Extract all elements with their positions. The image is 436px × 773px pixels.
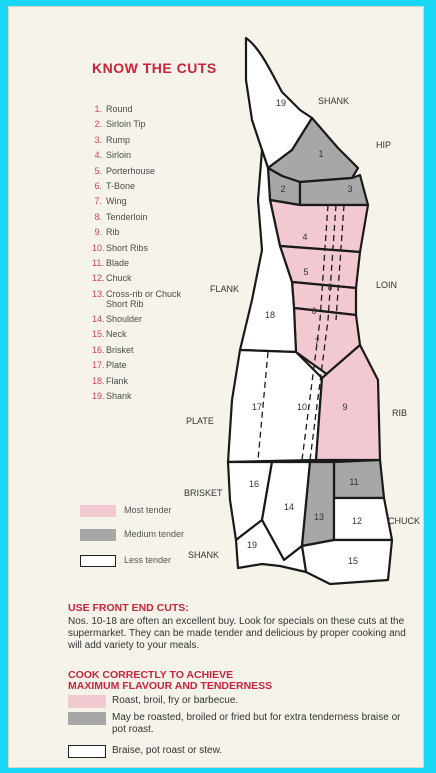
region-label-plate: PLATE	[186, 416, 214, 426]
region-label-hip: HIP	[376, 140, 391, 150]
cut-number-8: 8	[327, 282, 332, 292]
cut-number-11: 11	[349, 477, 358, 487]
cut-number-14: 14	[284, 502, 294, 512]
cut-number-18: 18	[265, 310, 275, 320]
cut-number-13: 13	[314, 512, 324, 522]
cut-12-chuck	[334, 498, 392, 540]
legend-most-tender: Most tender	[80, 505, 240, 521]
white-swatch	[68, 745, 106, 758]
cut-number-7: 7	[314, 337, 319, 347]
cut-number-15: 15	[348, 556, 358, 566]
cut-number-2: 2	[280, 184, 285, 194]
white-swatch	[80, 555, 116, 567]
cook-heading-line2: MAXIMUM FLAVOUR AND TENDERNESS	[68, 681, 272, 692]
grey-swatch	[80, 529, 116, 541]
cut-number-4: 4	[302, 232, 307, 242]
grey-swatch	[68, 712, 106, 725]
pink-swatch	[80, 505, 116, 517]
cut-number-19-bottom: 19	[247, 540, 257, 550]
cut-4-sirloin	[270, 200, 368, 252]
region-label-rib: RIB	[392, 408, 407, 418]
cut-17-plate	[228, 350, 322, 462]
cut-11-blade	[334, 460, 384, 498]
region-label-flank: FLANK	[210, 284, 239, 294]
cut-number-1: 1	[318, 149, 323, 159]
cut-number-3: 3	[347, 184, 352, 194]
cut-number-5: 5	[303, 267, 308, 277]
front-end-text: Nos. 10-18 are often an excellent buy. L…	[68, 616, 418, 652]
region-label-chuck: CHUCK	[388, 516, 420, 526]
legend-medium-tender: Medium tender	[80, 529, 240, 545]
pink-swatch	[68, 695, 106, 708]
cut-number-6: 6	[311, 306, 316, 316]
cut-number-19-top: 19	[276, 98, 286, 108]
region-label-brisket: BRISKET	[184, 488, 223, 498]
cut-number-16: 16	[249, 479, 259, 489]
front-end-heading: USE FRONT END CUTS:	[68, 603, 189, 614]
cut-number-17: 17	[252, 402, 262, 412]
legend-less-tender: Less tender	[80, 555, 240, 571]
cut-number-12: 12	[352, 516, 362, 526]
region-label-shank-top: SHANK	[318, 96, 349, 106]
cut-number-9: 9	[342, 402, 347, 412]
region-label-loin: LOIN	[376, 280, 397, 290]
cut-number-10: 10	[297, 402, 307, 412]
